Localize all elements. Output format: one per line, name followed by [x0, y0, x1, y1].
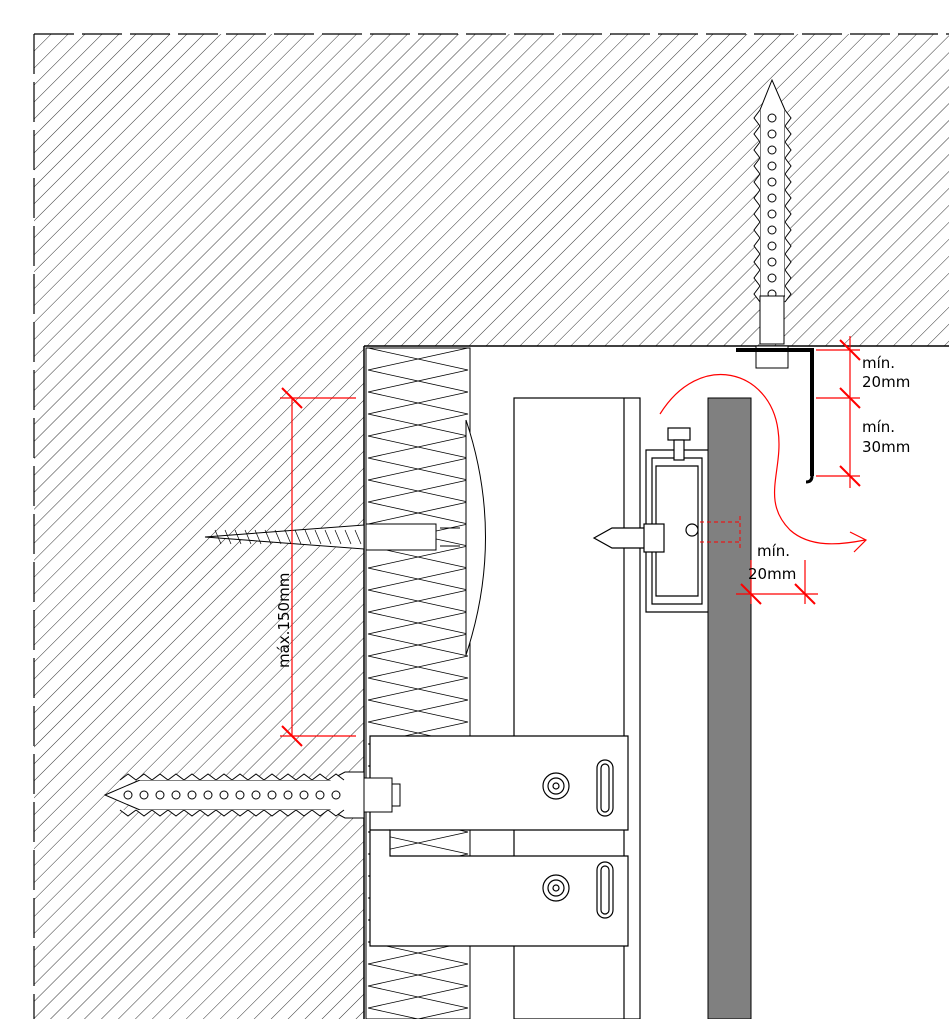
- dimension-top-min-label: mín.: [862, 354, 895, 372]
- concrete-wall: [33, 33, 949, 1019]
- bracket-anchor: [103, 771, 401, 819]
- wall-bracket: [369, 735, 629, 947]
- dimension-gap-min: [736, 560, 818, 605]
- dimension-top-min-value: 20mm: [862, 373, 910, 391]
- dimension-gap-min-label: mín.: [757, 542, 790, 560]
- panel-clip: [592, 427, 711, 613]
- dimension-gap-min-value: 20mm: [748, 565, 796, 583]
- ventilation-arrow: [659, 374, 868, 553]
- drip-profile: [736, 348, 814, 484]
- dimension-max-150-label: máx.150mm: [275, 573, 293, 668]
- dimension-drip-min-value: 30mm: [862, 438, 910, 456]
- dimension-drip-min-label: mín.: [862, 418, 895, 436]
- insulation-anchor: [204, 419, 486, 656]
- dimension-top-min: [816, 336, 861, 488]
- clip-hidden-lines: [700, 516, 741, 548]
- facade-panel: [707, 397, 752, 1019]
- dimension-max-150: [280, 387, 356, 747]
